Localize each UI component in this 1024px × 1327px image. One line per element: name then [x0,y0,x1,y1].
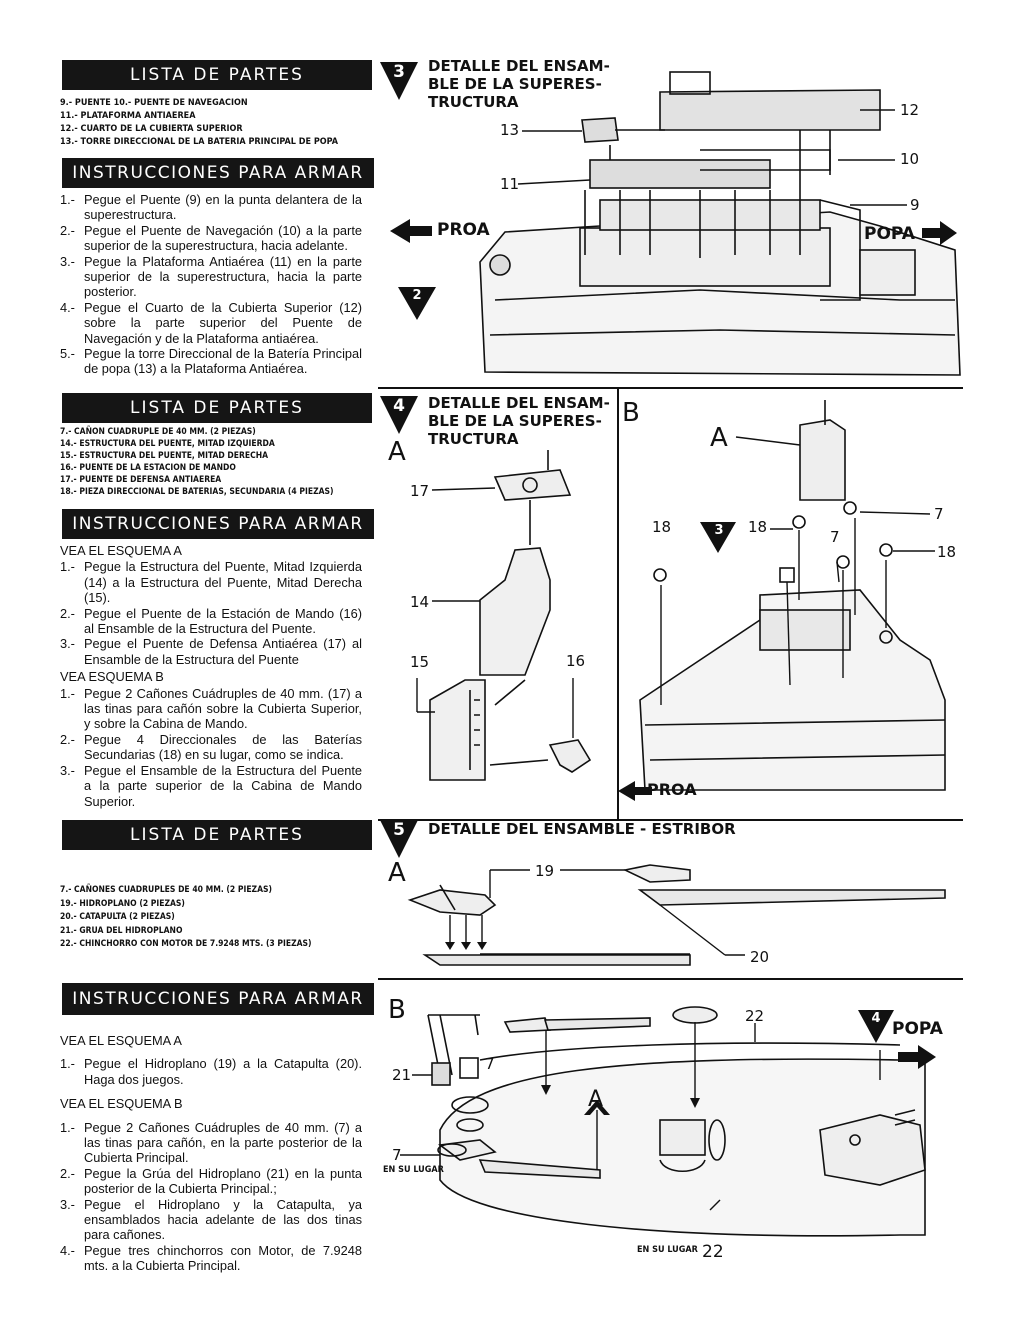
callout-12: 12 [900,101,920,119]
callout-22-bottom: 22 [702,1242,724,1262]
callout-7b: 7 [830,528,840,546]
parts-list-4: 7.- CAÑON CUADRUPLE DE 40 mm. (2 Piezas)… [60,427,334,497]
callout-11: 11 [500,175,520,193]
callout-14: 14 [410,593,430,611]
en-su-lugar-label-bottom: EN SU LUGAR [637,1245,698,1255]
divider-3 [378,387,963,389]
diagram-label-b-6: B [388,995,406,1025]
callout-7-top: 7 [485,1055,495,1073]
parts-list-header-4: LISTA DE PARTES [62,393,372,423]
parts-list-header-3: LISTA DE PARTES [62,60,372,90]
detail-title-4: DETALLE DEL ENSAM-BLE DE LA SUPERES-TRUC… [428,394,610,448]
instructions-header-6: INSTRUCCIONES PARA ARMAR [62,983,374,1015]
instructions-header-4: INSTRUCCIONES PARA ARMAR [62,509,374,539]
callout-19: 19 [535,862,555,880]
subassembly-a-callout-6: A [588,1087,604,1112]
popa-label: POPA [864,224,915,244]
step-4-number: 4 [393,396,405,416]
instructions-4: VEA EL ESQUEMA A 1.-Pegue la Estructura … [60,543,362,809]
instructions-3: 1.-Pegue el Puente (9) en la punta delan… [60,192,362,377]
parts-list-header-5: LISTA DE PARTES [62,820,372,850]
callout-18a: 18 [652,518,672,536]
diagram-label-a-5: A [388,858,406,888]
subassembly-a-callout: A [710,423,728,453]
callout-7-bottom: 7 [392,1146,402,1164]
step-5-badge [380,820,418,858]
detail-title-5: DETALLE DEL ENSAMBLE - ESTRIBOR [428,820,736,838]
diagram-label-b-4: B [622,398,640,428]
divider-4 [378,819,963,821]
divider-vertical-4 [617,389,619,819]
step-3-number: 3 [393,62,405,82]
popa-label-6: POPA [892,1019,943,1039]
divider-5 [378,978,963,980]
callout-15: 15 [410,653,430,671]
callout-21: 21 [392,1066,412,1084]
step-5-number: 5 [393,820,405,840]
detail-title-3: DETALLE DEL ENSAM-BLE DE LA SUPERES-TRUC… [428,57,610,111]
step-4-badge [380,396,418,434]
callout-7a: 7 [934,505,944,523]
callout-22-top: 22 [745,1007,765,1025]
callout-18b: 18 [748,518,768,536]
callout-13: 13 [500,121,520,139]
proa-label-4: PROA [647,780,697,799]
parts-list-5: 7.- CAÑONES CUADRUPLES DE 40 mm. (2 Piez… [60,885,312,949]
prev-step-number-3: 3 [714,523,724,538]
callout-20: 20 [750,948,770,966]
instructions-header-3: INSTRUCCIONES PARA ARMAR [62,158,374,188]
instructions-6: VEA EL ESQUEMA A 1.-Pegue el Hidroplano … [60,1033,362,1274]
callout-9: 9 [910,196,920,214]
diagram-label-a-4: A [388,437,406,467]
next-step-number-4: 4 [871,1011,881,1026]
callout-10: 10 [900,150,920,168]
callout-17: 17 [410,482,430,500]
callout-18c: 18 [937,543,957,561]
callout-16: 16 [566,652,586,670]
en-su-lugar-label-left: EN SU LUGAR [383,1165,444,1175]
prev-step-number-2: 2 [412,288,422,303]
proa-label: PROA [437,220,490,240]
step-3-badge [380,62,418,100]
